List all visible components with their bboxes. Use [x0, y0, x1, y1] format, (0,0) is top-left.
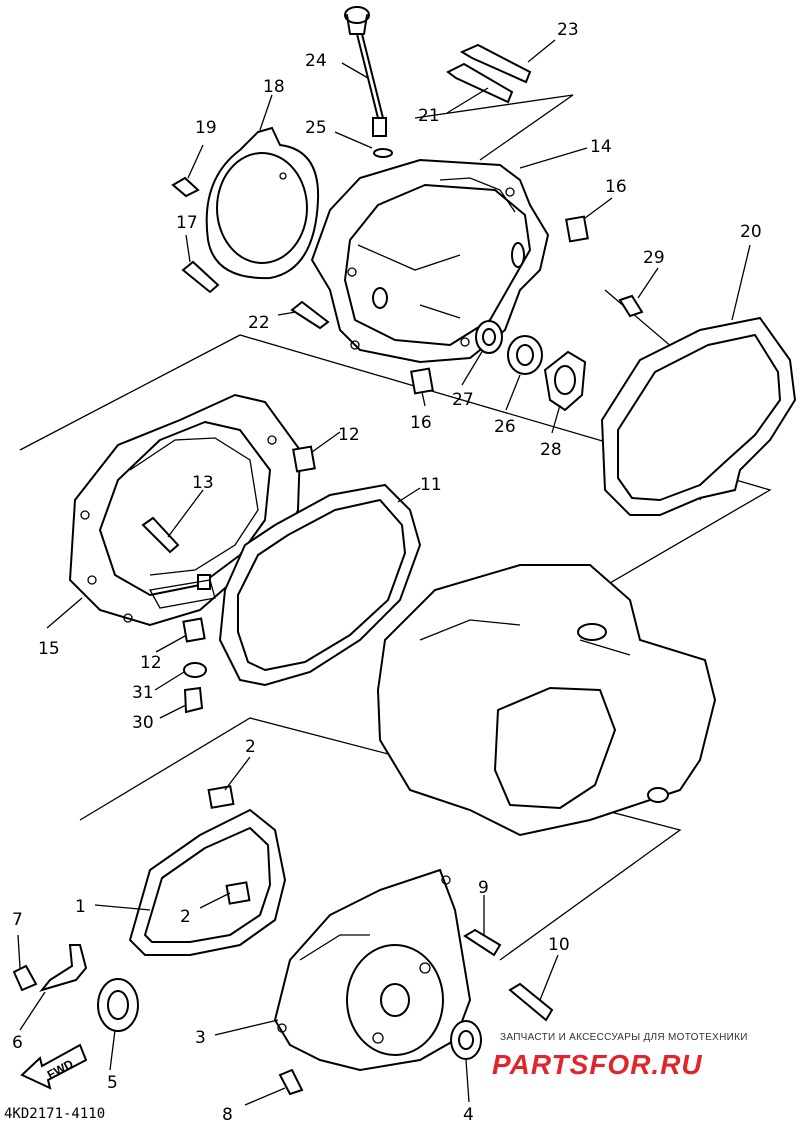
bolt-13: [141, 516, 180, 554]
callout-12a: 12: [338, 425, 360, 445]
clutch-cover: [310, 158, 550, 364]
callout-19: 19: [195, 118, 217, 138]
callout-23: 23: [557, 20, 579, 40]
callout-26: 26: [494, 417, 516, 437]
watermark-brand: PARTSFOR.RU: [492, 1049, 703, 1080]
oil-seal-4: [450, 1020, 482, 1060]
callout-14: 14: [590, 137, 612, 157]
oil-seal-27: [475, 320, 503, 354]
cover-plate-18: [205, 126, 320, 280]
callout-30: 30: [132, 713, 154, 733]
o-ring: [373, 148, 393, 158]
watermark-tagline: ЗАПЧАСТИ И АКСЕССУАРЫ ДЛЯ МОТОТЕХНИКИ: [500, 1032, 748, 1043]
callout-labels: 23 24 21 25 18 19 17 14 16 20 29 22 27 2…: [12, 20, 762, 1124]
gasket-1: [128, 808, 287, 956]
leader-lines: [17, 39, 751, 1106]
callout-5: 5: [107, 1073, 118, 1093]
callout-2a: 2: [245, 737, 256, 757]
drain-plug-30: [183, 686, 204, 714]
callout-28: 28: [540, 440, 562, 460]
fwd-arrow-icon: FWD: [20, 1043, 88, 1090]
callout-7: 7: [12, 910, 23, 930]
bolts-top: [171, 43, 532, 330]
drawing-code: 4KD2171-4110: [4, 1106, 105, 1122]
callout-12b: 12: [140, 653, 162, 673]
bearing-26: [507, 335, 543, 375]
callout-16a: 16: [605, 177, 627, 197]
screw-29: [618, 294, 644, 318]
callout-9: 9: [478, 878, 489, 898]
washer-31: [183, 662, 207, 678]
crankcase: [376, 564, 717, 837]
gasket-11: [218, 483, 422, 687]
oil-dipstick: [344, 6, 387, 137]
callout-11: 11: [420, 475, 442, 495]
generator-cover-3: [273, 868, 472, 1072]
watermark: ЗАПЧАСТИ И АКСЕССУАРЫ ДЛЯ МОТОТЕХНИКИ PA…: [492, 1032, 748, 1080]
callout-17: 17: [176, 213, 198, 233]
callout-8: 8: [222, 1105, 233, 1124]
callout-18: 18: [263, 77, 285, 97]
callout-27: 27: [452, 390, 474, 410]
bolts-bottom: [12, 928, 554, 1096]
callout-29: 29: [643, 248, 665, 268]
gasket-20: [600, 316, 797, 516]
collar-pins-12: [182, 445, 316, 643]
callout-16b: 16: [410, 413, 432, 433]
callout-25: 25: [305, 118, 327, 138]
callout-22: 22: [248, 313, 270, 333]
callout-20: 20: [740, 222, 762, 242]
plate-6: [39, 944, 88, 992]
callout-15: 15: [38, 639, 60, 659]
gasket-28: [543, 350, 587, 412]
callout-24: 24: [305, 51, 327, 71]
callout-4: 4: [463, 1105, 474, 1124]
callout-3: 3: [195, 1028, 206, 1048]
callout-2b: 2: [180, 907, 191, 927]
callout-21: 21: [418, 106, 440, 126]
collar-pins-16: [410, 215, 589, 395]
callout-1: 1: [75, 897, 86, 917]
dowel-pins-2: [207, 785, 251, 905]
oil-seal-5: [97, 978, 139, 1032]
callout-13: 13: [192, 473, 214, 493]
callout-10: 10: [548, 935, 570, 955]
callout-31: 31: [132, 683, 154, 703]
callout-6: 6: [12, 1033, 23, 1053]
